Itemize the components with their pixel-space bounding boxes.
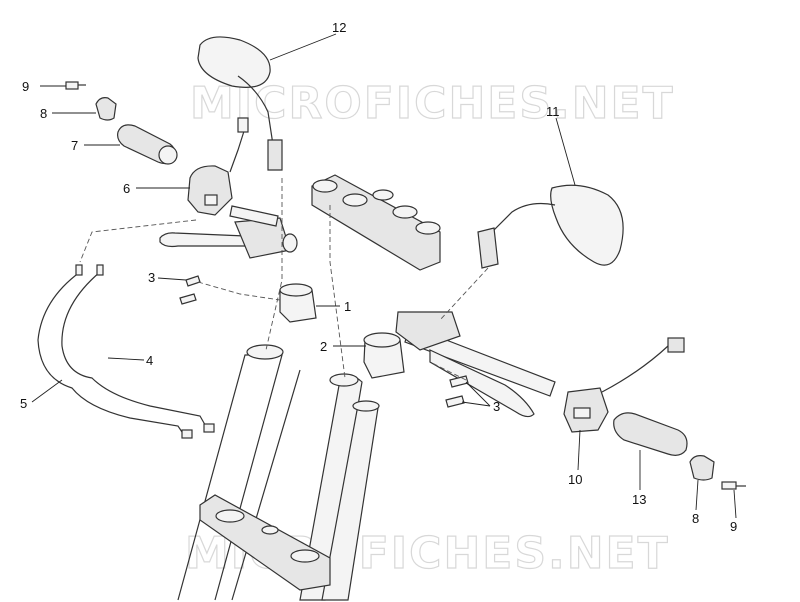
right-handlebar-assembly	[363, 311, 746, 490]
right-bar-end-weight	[689, 455, 715, 481]
callout-5-cable: 5	[20, 396, 27, 411]
callout-13-throttle-grip: 13	[632, 492, 646, 507]
control-cables	[37, 264, 215, 439]
callout-3-right-screws: 3	[493, 399, 500, 414]
left-handlebar-assembly	[65, 81, 317, 323]
left-bar-end-weight	[95, 97, 117, 121]
callout-7-left-grip: 7	[71, 138, 78, 153]
callout-8-left-weight: 8	[40, 106, 47, 121]
callout-12-left-mirror: 12	[332, 20, 346, 35]
assembly-guide-lines	[79, 178, 489, 381]
left-mirror	[197, 36, 283, 171]
right-lever	[429, 349, 535, 418]
callout-6-left-switch: 6	[123, 181, 130, 196]
upper-triple-clamp	[311, 174, 441, 271]
callout-4-cable: 4	[146, 353, 153, 368]
callout-1-left-clamp: 1	[344, 299, 351, 314]
callout-2-right-clamp: 2	[320, 339, 327, 354]
callout-8-right-weight: 8	[692, 511, 699, 526]
left-switch-housing	[187, 165, 233, 216]
left-lever	[159, 232, 251, 248]
callout-9-right-bolt: 9	[730, 519, 737, 534]
callout-labels: 12 9 8 7 6 11 3 1 2 4 5 3 10 13 8 9	[20, 20, 737, 534]
callout-9-left-bolt: 9	[22, 79, 29, 94]
right-mirror	[477, 184, 624, 269]
watermark-top: MICROFICHES.NET	[190, 78, 675, 129]
callout-11-right-mirror: 11	[546, 104, 560, 119]
callout-3-left-screws: 3	[148, 270, 155, 285]
right-throttle-grip	[613, 412, 688, 456]
leader-lines	[31, 33, 737, 519]
callout-10-right-switch: 10	[568, 472, 582, 487]
right-master-cylinder	[395, 311, 461, 351]
fork-assembly	[177, 344, 380, 601]
